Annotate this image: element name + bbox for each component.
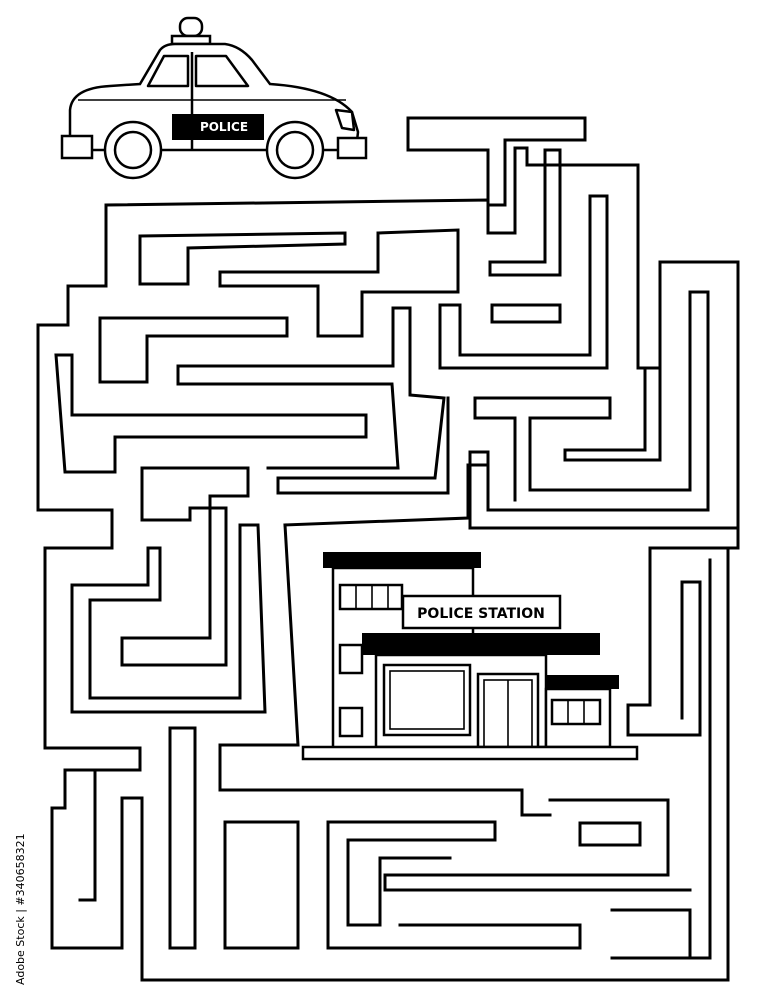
- station-side-roof: [546, 675, 619, 689]
- car-window: [194, 54, 250, 88]
- maze-wall: [283, 463, 490, 527]
- maze-wall: [218, 523, 552, 817]
- station-window: [338, 583, 404, 611]
- maze-wall: [98, 316, 289, 384]
- maze-wall: [406, 116, 490, 202]
- maze-wall: [406, 116, 587, 207]
- maze-wall: [488, 148, 562, 277]
- maze-wall: [578, 821, 642, 847]
- maze-wall: [473, 290, 692, 502]
- maze-wall: [168, 726, 197, 950]
- maze-wall: [70, 523, 267, 714]
- station-front-window: [382, 663, 472, 737]
- maze-walls: [36, 116, 740, 982]
- station-sign: POLICE STATION: [417, 606, 545, 622]
- maze-wall: [326, 820, 497, 927]
- maze-wall: [176, 306, 450, 495]
- maze-wall: [610, 908, 692, 957]
- car-stripe: [172, 114, 264, 140]
- siren-light-icon: [178, 16, 204, 38]
- front-bumper: [336, 136, 368, 160]
- station-window: [338, 643, 364, 675]
- station-window: [338, 706, 364, 738]
- car-wheel-hub: [275, 130, 315, 170]
- maze-wall: [626, 546, 730, 737]
- car-headlight: [334, 108, 356, 132]
- police-car: POLICE: [60, 16, 368, 180]
- station-front-window-inner: [389, 670, 465, 730]
- maze-wall: [438, 194, 609, 370]
- maze-wall: [138, 231, 347, 286]
- station-window: [550, 698, 602, 726]
- maze-wall: [468, 290, 740, 530]
- maze-wall: [120, 466, 250, 667]
- car-wheel-hub: [113, 130, 153, 170]
- station-base: [301, 745, 639, 761]
- police-station: POLICE STATION: [301, 552, 639, 761]
- station-roof: [323, 552, 481, 568]
- car-window: [146, 54, 190, 88]
- maze-wall: [610, 558, 712, 960]
- maze-wall: [563, 366, 662, 462]
- rear-bumper: [60, 134, 94, 160]
- maze-wall: [326, 820, 582, 950]
- maze-wall: [383, 798, 692, 892]
- maze-outer-wall: [36, 146, 740, 982]
- station-awning: [362, 633, 600, 655]
- maze-wall: [490, 303, 562, 324]
- stock-watermark: Adobe Stock | #340658321: [14, 833, 27, 985]
- car-label: POLICE: [200, 120, 248, 134]
- maze-wall: [78, 768, 97, 902]
- maze-wall: [54, 353, 368, 474]
- maze-wall: [176, 364, 400, 470]
- maze-wall: [223, 820, 300, 950]
- station-sign-board: [401, 594, 562, 630]
- maze-wall: [218, 228, 460, 338]
